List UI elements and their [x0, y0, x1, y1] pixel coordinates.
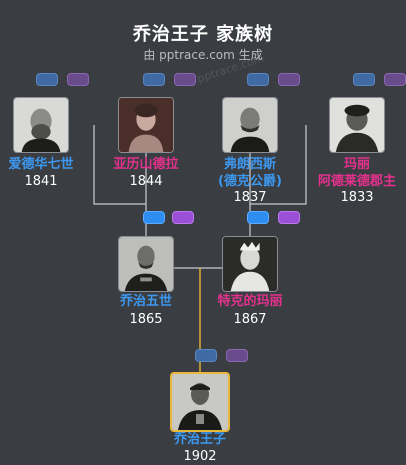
person-year-edward-vii: 1841 [24, 174, 58, 189]
bearded-man-portrait-icon [14, 98, 68, 152]
woman-portrait-icon [119, 98, 173, 152]
person-card-prince-george[interactable] [170, 372, 230, 432]
expand-mother-button[interactable] [67, 73, 89, 86]
expand-mother-button[interactable] [384, 73, 406, 86]
person-card-edward-vii[interactable] [13, 97, 69, 153]
person-name-mary-adelaide-line2[interactable]: 阿德莱德郡主 [317, 174, 396, 189]
person-name-prince-george[interactable]: 乔治王子 [173, 432, 226, 447]
connector-edward-alexandra [93, 125, 147, 205]
person-year-alexandra: 1844 [129, 174, 163, 189]
connector-francis-mary [249, 125, 307, 205]
person-card-mary-of-teck[interactable] [222, 236, 278, 292]
person-name-francis-line1[interactable]: 弗朗西斯 [223, 157, 276, 172]
man-portrait-icon [223, 98, 277, 152]
expand-father-button[interactable] [143, 73, 165, 86]
person-name-george-v[interactable]: 乔治五世 [119, 294, 172, 309]
expand-mother-button[interactable] [174, 73, 196, 86]
person-name-mary-adelaide-line1[interactable]: 玛丽 [343, 157, 370, 172]
person-card-mary-adelaide[interactable] [329, 97, 385, 153]
person-year-francis: 1837 [233, 190, 267, 205]
person-name-mary-of-teck[interactable]: 特克的玛丽 [217, 294, 283, 309]
person-year-mary-adelaide: 1833 [340, 190, 374, 205]
person-card-francis[interactable] [222, 97, 278, 153]
expand-mother-button[interactable] [278, 73, 300, 86]
expand-father-button[interactable] [353, 73, 375, 86]
expand-mother-button[interactable] [172, 211, 194, 224]
tree-subtitle: 由 pptrace.com 生成 [143, 48, 263, 62]
uniformed-man-portrait-icon [172, 374, 228, 430]
expand-father-button[interactable] [247, 73, 269, 86]
person-year-prince-george: 1902 [183, 449, 217, 464]
crowned-woman-portrait-icon [223, 237, 277, 291]
tree-title: 乔治王子 家族树 [132, 24, 274, 45]
person-card-alexandra[interactable] [118, 97, 174, 153]
expand-father-button[interactable] [143, 211, 165, 224]
person-name-alexandra[interactable]: 亚历山德拉 [113, 157, 179, 172]
expand-mother-button[interactable] [226, 349, 248, 362]
expand-mother-button[interactable] [278, 211, 300, 224]
person-year-mary-of-teck: 1867 [233, 312, 267, 327]
uniformed-man-portrait-icon [119, 237, 173, 291]
woman-portrait-icon [330, 98, 384, 152]
person-card-george-v[interactable] [118, 236, 174, 292]
expand-father-button[interactable] [247, 211, 269, 224]
person-name-edward-vii[interactable]: 爱德华七世 [8, 157, 74, 172]
expand-father-button[interactable] [195, 349, 217, 362]
expand-father-button[interactable] [36, 73, 58, 86]
person-name-francis-line2[interactable]: (德克公爵) [218, 174, 282, 189]
person-year-george-v: 1865 [129, 312, 163, 327]
